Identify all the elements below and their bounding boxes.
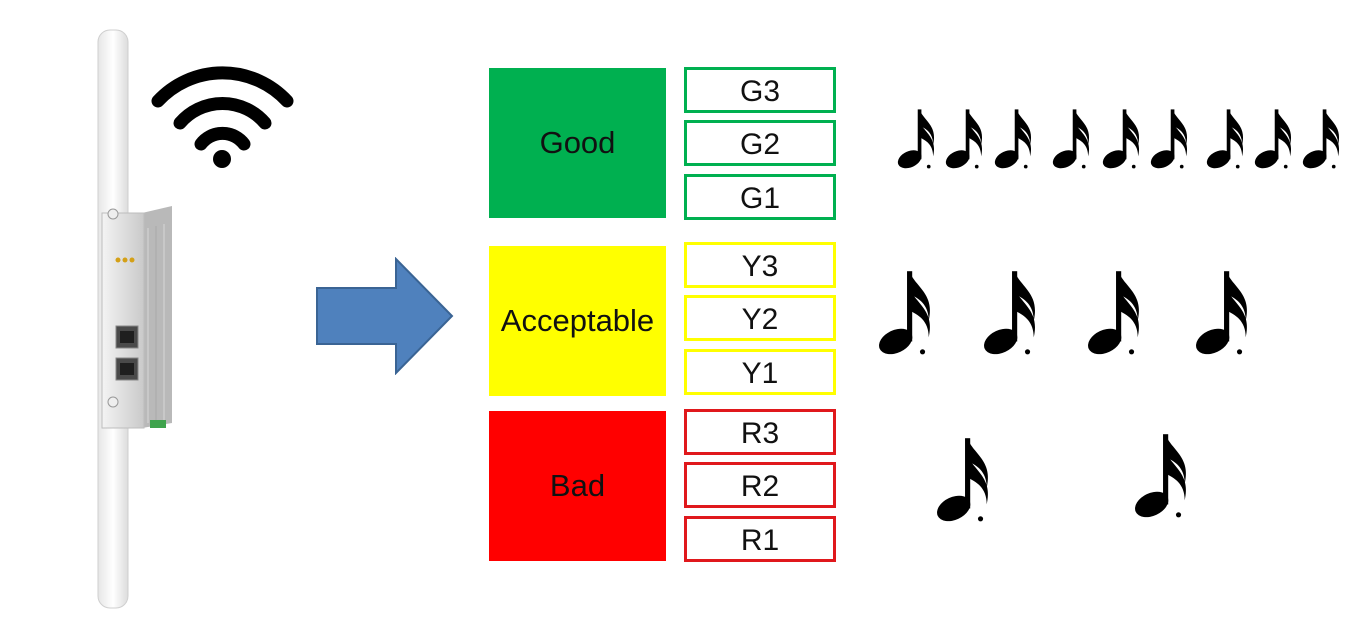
music-note-icon [933,432,995,530]
level-g2: G2 [684,120,836,166]
level-r1: R1 [684,516,836,562]
level-g1: G1 [684,174,836,220]
level-y1-label: Y1 [741,357,779,390]
music-note-icon [1204,105,1248,176]
music-note-icon [1192,265,1254,363]
music-note-icon [1300,105,1344,176]
level-y1: Y1 [684,349,836,395]
category-bad-label: Bad [549,468,606,503]
music-note-icon [943,105,987,176]
music-note-icon [1131,428,1193,526]
level-g3-label: G3 [739,75,781,108]
music-note-icon [1148,105,1192,176]
music-note-icon [895,105,939,176]
music-note-icon [980,265,1042,363]
arrow-right-icon [315,256,455,376]
music-note-icon [1084,265,1146,363]
category-good: Good [489,68,666,218]
level-r2: R2 [684,462,836,508]
music-note-icon [992,105,1036,176]
level-y3: Y3 [684,242,836,288]
level-r3: R3 [684,409,836,455]
level-r3-label: R3 [740,417,780,450]
level-y2: Y2 [684,295,836,341]
category-bad: Bad [489,411,666,561]
level-g2-label: G2 [739,128,781,161]
level-r1-label: R1 [740,524,780,557]
category-good-label: Good [539,125,616,160]
music-note-icon [1050,105,1094,176]
level-g3: G3 [684,67,836,113]
music-note-icon [1252,105,1296,176]
level-r2-label: R2 [740,470,780,503]
category-acceptable: Acceptable [489,246,666,396]
music-note-icon [875,265,937,363]
wireless-access-point-device [90,28,180,613]
category-acceptable-label: Acceptable [500,303,655,338]
level-y3-label: Y3 [741,250,779,283]
music-note-icon [1100,105,1144,176]
level-g1-label: G1 [739,182,781,215]
wifi-icon [150,65,295,170]
level-y2-label: Y2 [741,303,779,336]
